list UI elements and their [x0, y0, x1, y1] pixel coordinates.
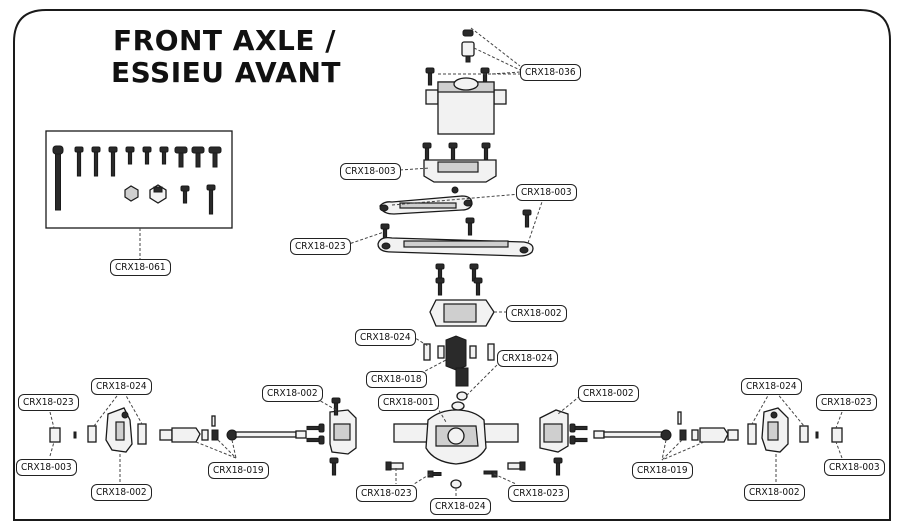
bottom-parts [385, 461, 526, 489]
title-line-2: ESSIEU AVANT [111, 56, 341, 89]
callout-upper-link: CRX18-003 [516, 184, 577, 201]
right-knuckle-mount [539, 409, 588, 476]
right-hub-parts [747, 407, 843, 453]
hardware-screw-row [74, 146, 222, 177]
hardware-box [45, 130, 233, 229]
callout-left-pin: CRX18-023 [18, 394, 79, 411]
callout-pinion-bearing: CRX18-024 [497, 350, 558, 367]
callout-right-bearing: CRX18-024 [741, 378, 802, 395]
ring-gear [423, 335, 495, 371]
servo [425, 29, 507, 135]
callout-right-knuckle-mount: CRX18-002 [578, 385, 639, 402]
callout-left-shaft: CRX18-019 [208, 462, 269, 479]
callout-bottom-right: CRX18-023 [508, 485, 569, 502]
callout-servo-screws: CRX18-036 [520, 64, 581, 81]
callout-left-knuckle: CRX18-002 [91, 484, 152, 501]
axle-housing [393, 409, 519, 465]
callout-right-pin: CRX18-023 [816, 394, 877, 411]
pinion-gear [451, 367, 469, 411]
hardware-nuts-screws [124, 184, 216, 215]
callout-right-shaft: CRX18-019 [632, 462, 693, 479]
callout-bottom-center: CRX18-024 [430, 498, 491, 515]
callout-right-nut: CRX18-003 [824, 459, 885, 476]
servo-mount [422, 142, 497, 194]
callout-bottom-left: CRX18-023 [356, 485, 417, 502]
callout-left-nut: CRX18-003 [16, 459, 77, 476]
callout-diff-cover: CRX18-002 [506, 305, 567, 322]
title-line-1: FRONT AXLE / [113, 24, 336, 57]
callout-lower-link: CRX18-023 [290, 238, 351, 255]
callout-servo-mount: CRX18-003 [340, 163, 401, 180]
upper-link [379, 195, 532, 228]
diagram-border [13, 9, 891, 521]
left-knuckle-mount [306, 397, 357, 476]
callout-left-bearing: CRX18-024 [91, 378, 152, 395]
left-hub-parts [49, 407, 147, 453]
callout-hardware: CRX18-061 [110, 259, 171, 276]
callout-left-knuckle-mount: CRX18-002 [262, 385, 323, 402]
callout-right-knuckle: CRX18-002 [744, 484, 805, 501]
diff-cover [429, 263, 495, 327]
callout-axle-housing: CRX18-001 [378, 394, 439, 411]
callout-ring-gear: CRX18-018 [366, 371, 427, 388]
right-shaft [593, 411, 739, 443]
callout-gear-bearing: CRX18-024 [355, 329, 416, 346]
lower-link [377, 217, 534, 257]
left-shaft [159, 415, 307, 443]
hardware-long-screw [52, 145, 64, 211]
